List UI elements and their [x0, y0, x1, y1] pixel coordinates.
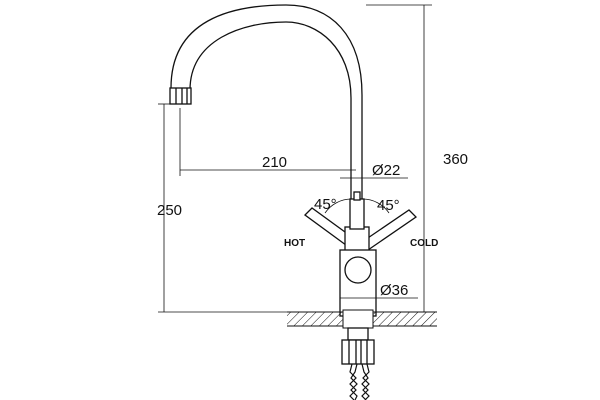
- handle-hub: [344, 191, 370, 254]
- handle-angle-arcs: [324, 198, 390, 214]
- supply-hoses: [349, 363, 370, 400]
- total-height-dimension: [366, 4, 432, 313]
- body-diameter-value: Ø36: [380, 282, 408, 299]
- cold-angle-value: 45°: [377, 197, 400, 214]
- hot-angle-value: 45°: [314, 196, 337, 213]
- cold-label: COLD: [410, 238, 438, 249]
- aerator: [169, 87, 192, 105]
- spout: [170, 4, 363, 225]
- hot-label: HOT: [284, 238, 305, 249]
- outlet-height-dimension: [158, 103, 287, 313]
- spout-reach-dimension: [179, 108, 356, 176]
- outlet-height-value: 250: [157, 202, 182, 219]
- countertop: [287, 309, 437, 329]
- spout-diameter-value: Ø22: [372, 162, 400, 179]
- spout-reach-value: 210: [262, 154, 287, 171]
- total-height-value: 360: [443, 151, 468, 168]
- mounting-nut: [341, 327, 375, 365]
- cold-handle: [361, 209, 418, 251]
